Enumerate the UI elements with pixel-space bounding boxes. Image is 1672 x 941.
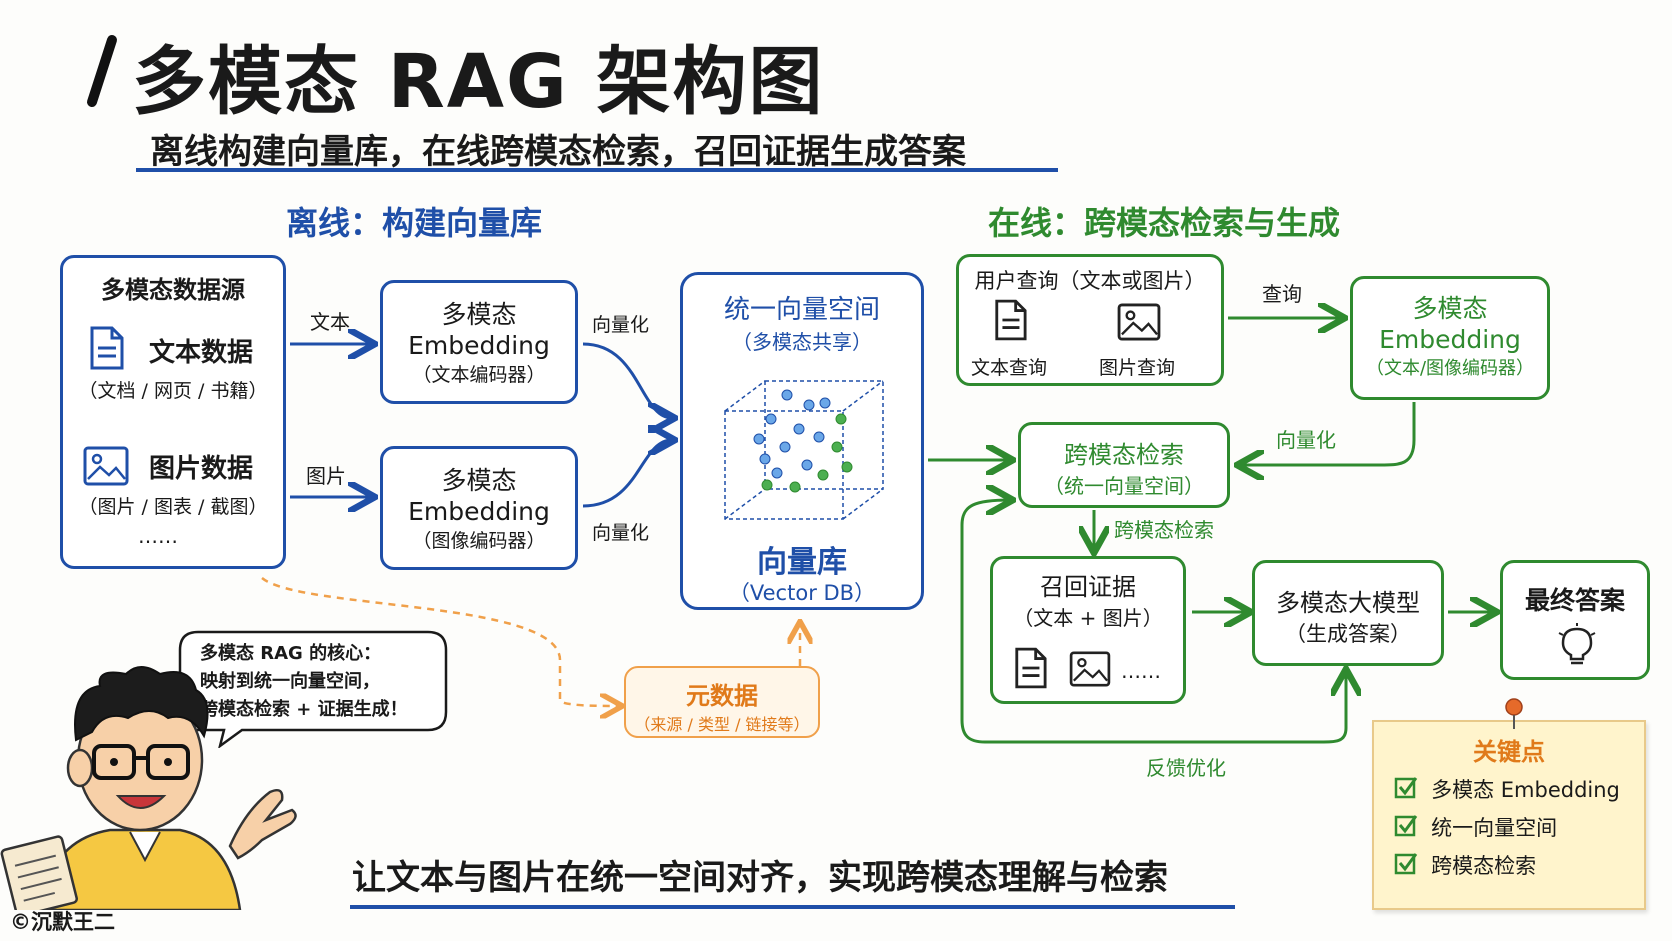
retrieval-box: 跨模态检索 （统一向量空间） xyxy=(1018,422,1230,508)
llm-line2: （生成答案） xyxy=(1285,622,1411,646)
retrieval-line1: 跨模态检索 xyxy=(1064,441,1184,469)
metadata-title: 元数据 xyxy=(686,682,758,710)
lightbulb-icon xyxy=(1557,623,1597,671)
vector-space-sub: （多模态共享） xyxy=(732,330,872,354)
edge-image-label: 图片 xyxy=(306,464,346,488)
page-title: 多模态 RAG 架构图 xyxy=(132,39,825,125)
key-point-item: 跨模态检索 xyxy=(1394,850,1536,880)
credit-text: ©沉默王二 xyxy=(10,910,115,934)
text-embed-line3: （文本编码器） xyxy=(412,364,546,386)
vector-db-box: 统一向量空间 （多模态共享） 向量库 （Vector DB） xyxy=(680,272,924,610)
online-embed-line1: 多模态 xyxy=(1412,294,1488,323)
online-embed-line2: Embedding xyxy=(1379,325,1521,354)
arrow-image-embed-to-db xyxy=(582,440,672,508)
vector-space-title: 统一向量空间 xyxy=(723,295,880,325)
text-embed-line1: 多模态 xyxy=(441,300,517,329)
answer-title: 最终答案 xyxy=(1524,586,1625,615)
online-embedding-box: 多模态 Embedding （文本/图像编码器） xyxy=(1350,276,1550,400)
edge-retrieval-label: 跨模态检索 xyxy=(1114,518,1214,542)
arrow-feedback-loop xyxy=(960,500,1348,744)
arrow-source-to-metadata xyxy=(261,577,620,706)
image-icon xyxy=(83,446,129,490)
retrieval-line2: （统一向量空间） xyxy=(1044,474,1204,498)
vectorize-label-2: 向量化 xyxy=(592,522,650,544)
cartoon-character-illustration xyxy=(0,666,297,910)
bottom-caption: 让文本与图片在统一空间对齐，实现跨模态理解与检索 xyxy=(352,858,1168,898)
image-embedding-box: 多模态 Embedding （图像编码器） xyxy=(380,446,578,570)
image-query-icon xyxy=(1117,303,1161,345)
metadata-box: 元数据 （来源 / 类型 / 链接等） xyxy=(624,666,820,738)
evidence-line2: （文本 + 图片） xyxy=(1013,606,1163,630)
image-data-sub: （图片 / 图表 / 截图） xyxy=(78,496,268,518)
sources-more: …… xyxy=(138,524,178,548)
evidence-box: 召回证据 （文本 + 图片） …… xyxy=(990,556,1186,704)
speech-line3: 跨模态检索 + 证据生成！ xyxy=(200,699,408,720)
arrow-embed-to-retrieval xyxy=(1240,402,1416,465)
speech-text: 多模态 RAG 的核心： 映射到统一向量空间， 跨模态检索 + 证据生成！ xyxy=(200,640,408,724)
key-point-item: 统一向量空间 xyxy=(1394,812,1557,842)
vector-db-en: （Vector DB） xyxy=(728,581,876,605)
text-data-label: 文本数据 xyxy=(149,338,254,368)
offline-heading: 离线：构建向量库 xyxy=(286,204,543,242)
data-sources-box: 多模态数据源 文本数据 （文档 / 网页 / 书籍） 图片数据 （图片 / 图表… xyxy=(60,255,286,569)
online-embed-line3: （文本/图像编码器） xyxy=(1365,358,1535,379)
llm-box: 多模态大模型 （生成答案） xyxy=(1252,560,1444,666)
text-embedding-box: 多模态 Embedding （文本编码器） xyxy=(380,280,578,404)
evidence-more: …… xyxy=(1121,659,1161,683)
key-point-label: 跨模态检索 xyxy=(1431,854,1537,878)
vectorize-label-3: 向量化 xyxy=(1276,428,1336,452)
evidence-image-icon xyxy=(1069,651,1111,691)
evidence-line1: 召回证据 xyxy=(1040,573,1136,601)
image-embed-line1: 多模态 xyxy=(441,466,517,495)
data-sources-title: 多模态数据源 xyxy=(101,276,245,304)
text-embed-line2: Embedding xyxy=(408,331,550,360)
checkbox-checked-icon xyxy=(1394,851,1418,879)
image-embed-line2: Embedding xyxy=(408,497,550,526)
query-title: 用户查询（文本或图片） xyxy=(974,269,1206,293)
checkbox-checked-icon xyxy=(1394,813,1418,841)
evidence-doc-icon xyxy=(1013,647,1047,693)
image-embed-line3: （图像编码器） xyxy=(412,530,546,552)
title-slash xyxy=(87,35,117,107)
text-data-sub: （文档 / 网页 / 书籍） xyxy=(78,380,268,402)
speech-bubble xyxy=(178,630,448,748)
key-point-item: 多模态 Embedding xyxy=(1394,774,1620,804)
arrow-text-embed-to-db xyxy=(582,342,672,418)
image-data-label: 图片数据 xyxy=(149,454,254,484)
speech-line2: 映射到统一向量空间， xyxy=(200,671,380,692)
final-answer-box: 最终答案 xyxy=(1500,560,1650,680)
llm-line1: 多模态大模型 xyxy=(1276,589,1420,617)
pushpin-icon xyxy=(1502,698,1526,734)
online-heading: 在线：跨模态检索与生成 xyxy=(988,204,1341,242)
edge-text-label: 文本 xyxy=(310,310,350,334)
vectorize-label-1: 向量化 xyxy=(592,314,650,336)
user-query-box: 用户查询（文本或图片） 文本查询 图片查询 xyxy=(956,254,1224,386)
metadata-sub: （来源 / 类型 / 链接等） xyxy=(634,715,810,734)
document-icon xyxy=(88,326,124,374)
key-point-label: 统一向量空间 xyxy=(1431,816,1558,840)
speech-line1: 多模态 RAG 的核心： xyxy=(200,643,382,664)
text-query-label: 文本查询 xyxy=(971,357,1048,379)
checkbox-checked-icon xyxy=(1394,775,1418,803)
image-query-label: 图片查询 xyxy=(1099,357,1176,379)
vector-db-title: 向量库 xyxy=(757,545,847,580)
vector-cube-icon xyxy=(724,380,884,520)
edge-query-label: 查询 xyxy=(1262,282,1302,306)
key-points-title: 关键点 xyxy=(1473,738,1545,766)
feedback-label: 反馈优化 xyxy=(1146,756,1226,780)
key-point-label: 多模态 Embedding xyxy=(1431,778,1620,802)
page-subtitle: 离线构建向量库，在线跨模态检索，召回证据生成答案 xyxy=(150,132,966,172)
key-points-note: 关键点 多模态 Embedding 统一向量空间 跨模态检索 xyxy=(1372,698,1646,910)
text-query-icon xyxy=(993,299,1027,345)
